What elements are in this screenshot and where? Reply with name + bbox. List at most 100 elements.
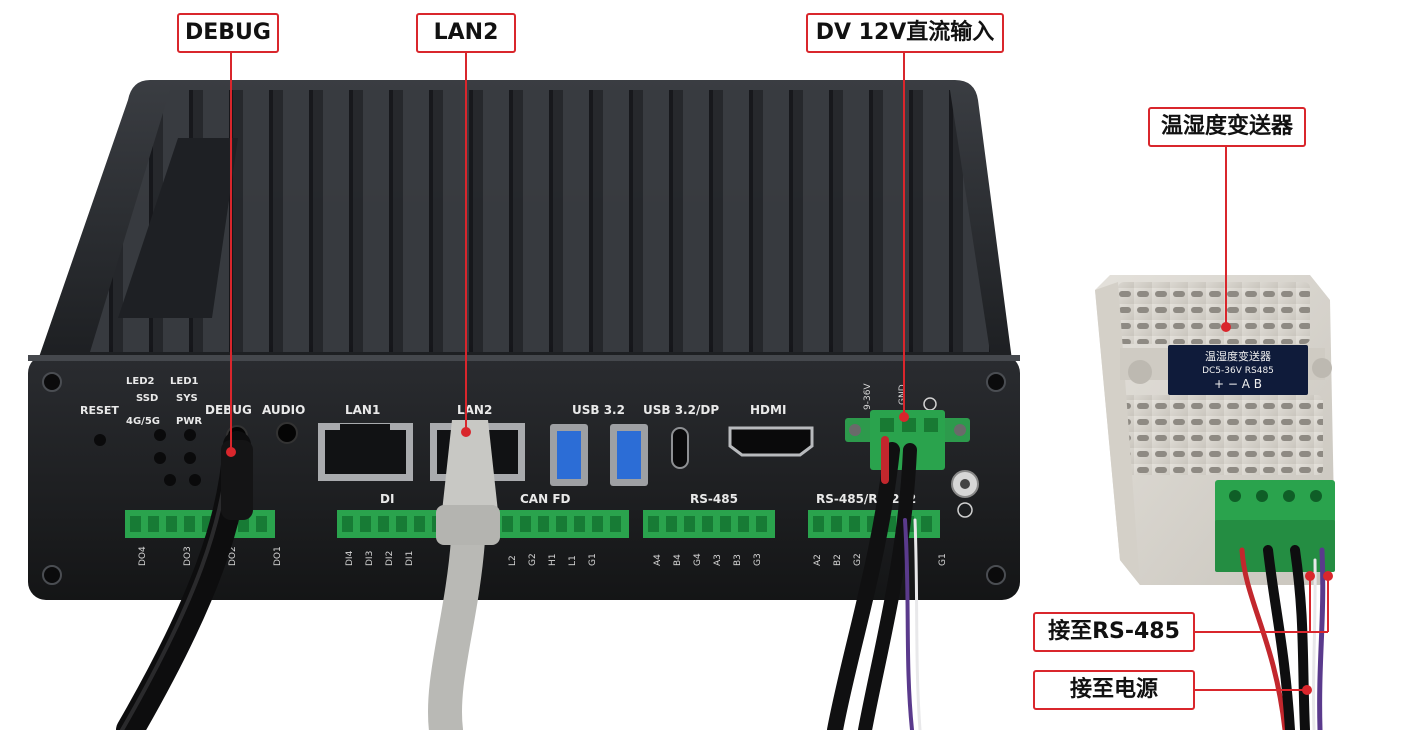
terminal-slot: [574, 516, 585, 532]
terminal-slot: [184, 516, 195, 532]
terminal-slot: [342, 516, 353, 532]
pin-label-do2: DO2: [228, 546, 238, 566]
terminal-slot: [610, 516, 621, 532]
net-label: 4G/5G: [126, 416, 160, 427]
rs485-label: RS-485: [690, 492, 738, 506]
terminal-slot: [166, 516, 177, 532]
led2-label: LED2: [126, 376, 155, 387]
terminal-block-1: [125, 510, 275, 538]
pin-label-di3: DI3: [365, 551, 375, 566]
pin-label-g3: G3: [753, 553, 763, 566]
pin-label-l2: L2: [508, 555, 518, 566]
callout-power-input: DV 12V直流输入: [806, 13, 1004, 53]
sensor-plate-pins: + − A B: [1214, 377, 1262, 391]
terminal-slot: [556, 516, 567, 532]
terminal-slot: [256, 516, 267, 532]
volt-label: 9-36V: [863, 383, 873, 410]
usb32-label: USB 3.2: [572, 403, 625, 417]
terminal-slot: [702, 516, 713, 532]
pin-label-g2: G2: [853, 553, 863, 566]
terminal-slot: [502, 516, 513, 532]
callout-lan2: LAN2: [416, 13, 516, 53]
callout-debug-text: DEBUG: [185, 20, 271, 45]
terminal-slot: [738, 516, 749, 532]
usb-c-port: [671, 427, 689, 469]
debug-port-label: DEBUG: [205, 403, 252, 417]
pin-label-g2: G2: [528, 553, 538, 566]
pin-label-di2: DI2: [385, 551, 395, 566]
sensor-plate-spec: DC5-36V RS485: [1202, 366, 1274, 376]
terminal-slot: [520, 516, 531, 532]
terminal-slot: [148, 516, 159, 532]
callout-to-rs485-text: 接至RS-485: [1048, 619, 1180, 644]
pin-label-di4: DI4: [345, 550, 355, 566]
terminal-slot: [648, 516, 659, 532]
pwr-label: PWR: [176, 416, 202, 427]
terminal-slot: [831, 516, 842, 532]
pin-label-b3: B3: [733, 554, 743, 566]
terminal-slot: [684, 516, 695, 532]
terminal-slot: [849, 516, 860, 532]
pin-labels: DO4 DO3 DO2 DO1 DI4 DI3 DI2 DI1 L2 G2 H1 L1 G1 A4 B4 G4…: [138, 546, 948, 566]
callout-to-rs485: 接至RS-485: [1033, 612, 1195, 652]
sensor-label-plate: [1168, 345, 1308, 395]
pin-label-g4: G4: [693, 553, 703, 566]
terminal-slot: [396, 516, 407, 532]
pin-label-do1: DO1: [273, 546, 283, 566]
temperature-humidity-sensor: 温湿度变送器 DC5-36V RS485 + − A B: [1095, 275, 1335, 730]
terminal-slot: [756, 516, 767, 532]
callout-debug: DEBUG: [177, 13, 279, 53]
terminal-slot: [885, 516, 896, 532]
sensor-plate-name: 温湿度变送器: [1205, 349, 1271, 363]
callout-sensor-text: 温湿度变送器: [1160, 114, 1293, 139]
pin-label-g1: G1: [588, 553, 598, 566]
terminal-slot: [130, 516, 141, 532]
terminal-slot: [360, 516, 371, 532]
callout-sensor: 温湿度变送器: [1148, 107, 1306, 147]
audio-jack: [276, 422, 298, 444]
terminal-slot: [666, 516, 677, 532]
pin-label-a4: A4: [653, 554, 663, 566]
pin-label-di1: DI1: [405, 551, 415, 566]
callout-power-input-text: DV 12V直流输入: [815, 20, 995, 45]
pin-label-l1: L1: [568, 555, 578, 566]
can-fd-label: CAN FD: [520, 492, 571, 506]
pin-label-a3: A3: [713, 554, 723, 566]
pin-label-b2: B2: [833, 554, 843, 566]
cables: [116, 420, 922, 730]
hdmi-label: HDMI: [750, 403, 786, 417]
pin-label-h1: H1: [548, 554, 558, 567]
sys-label: SYS: [176, 393, 198, 404]
di-label: DI: [380, 492, 394, 506]
pin-label-g1: G1: [938, 553, 948, 566]
terminal-slot: [813, 516, 824, 532]
usb32dp-label: USB 3.2/DP: [643, 403, 719, 417]
callout-to-power-text: 接至电源: [1069, 677, 1158, 702]
terminal-slot: [414, 516, 425, 532]
edge-computer: RESET LED2 LED1 SSD SYS 4G/5G PWR DEBUG …: [28, 80, 1020, 600]
hdmi-port: [728, 426, 814, 457]
pin-label-do4: DO4: [138, 546, 148, 566]
terminal-slot: [202, 516, 213, 532]
reset-label: RESET: [80, 404, 119, 417]
pin-label-a2: A2: [813, 554, 823, 566]
callout-to-power: 接至电源: [1033, 670, 1195, 710]
callout-lan2-text: LAN2: [433, 20, 499, 45]
callout-lines: [226, 52, 1333, 695]
audio-port-label: AUDIO: [262, 403, 305, 417]
terminal-slot: [238, 516, 249, 532]
terminal-slot: [592, 516, 603, 532]
led1-label: LED1: [170, 376, 199, 387]
terminal-slot: [921, 516, 932, 532]
pin-label-b4: B4: [673, 554, 683, 566]
terminal-slot: [720, 516, 731, 532]
terminal-slot: [867, 516, 878, 532]
terminal-slot: [378, 516, 389, 532]
pin-label-do3: DO3: [183, 546, 193, 566]
ssd-label: SSD: [136, 393, 158, 404]
lan1-label: LAN1: [345, 403, 380, 417]
lan2-label: LAN2: [457, 403, 492, 417]
terminal-slot: [538, 516, 549, 532]
status-leds: [154, 429, 201, 486]
